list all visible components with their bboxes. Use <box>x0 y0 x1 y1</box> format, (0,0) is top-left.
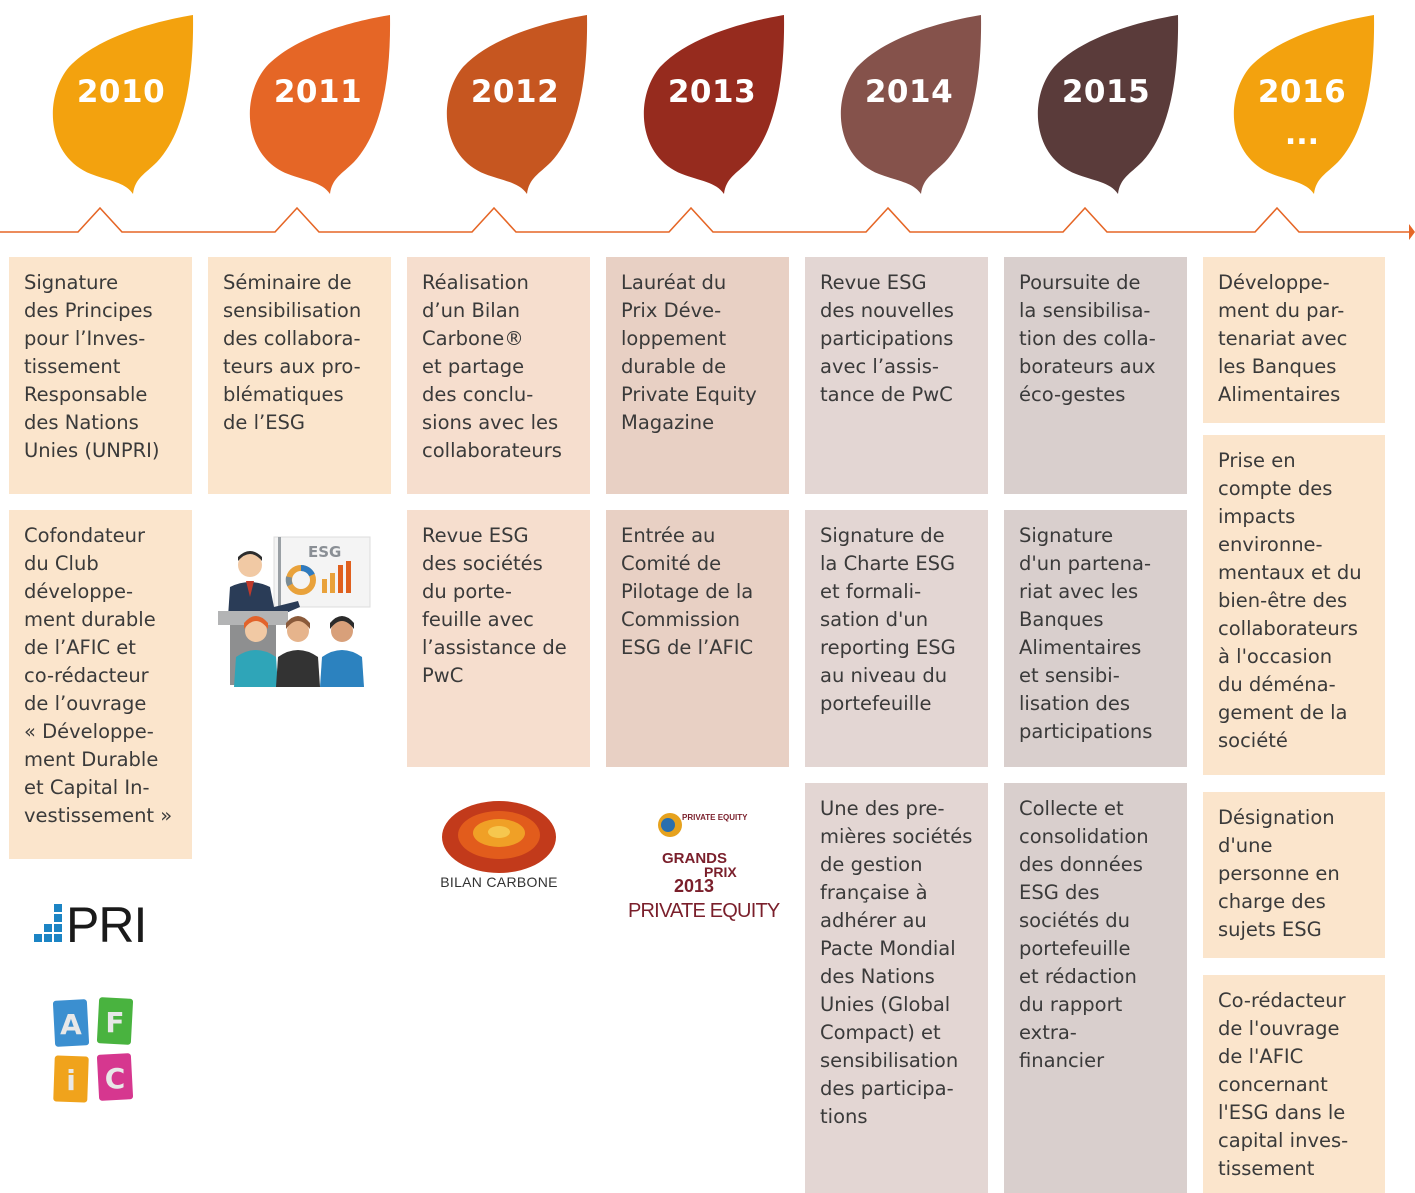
afic-logo: A F i C <box>48 990 148 1120</box>
pri-squares-icon <box>34 904 62 942</box>
year-label-2016: 2016 <box>1257 74 1347 110</box>
card-text: Signature de la Charte ESG et formali- s… <box>820 524 956 715</box>
year-leaf-2011: 2011 <box>242 12 394 194</box>
card-2016-co-redacteur: Co-rédacteur de l'ouvrage de l'AFIC conc… <box>1203 975 1385 1193</box>
card-2015-eco-gestes: Poursuite de la sensibilisa- tion des co… <box>1004 257 1187 494</box>
card-2014-revue-esg: Revue ESG des nouvelles participations a… <box>805 257 988 494</box>
year-leaf-2014: 2014 <box>833 12 985 194</box>
card-2016-demenagement: Prise en compte des impacts environne- m… <box>1203 435 1385 775</box>
card-2012-revue-esg: Revue ESG des sociétés du porte- feuille… <box>407 510 590 767</box>
bilan-carbone-logo-text: BILAN CARBONE <box>440 874 558 890</box>
card-text: Développe- ment du par- tenariat avec le… <box>1218 271 1348 406</box>
card-2015-rapport: Collecte et consolidation des données ES… <box>1004 783 1187 1193</box>
year-leaf-2015: 2015 <box>1030 12 1182 194</box>
card-text: Co-rédacteur de l'ouvrage de l'AFIC conc… <box>1218 989 1349 1180</box>
card-text: Signature des Principes pour l’Inves- ti… <box>24 271 160 462</box>
year-label-2014: 2014 <box>864 74 954 110</box>
year-leaf-2013: 2013 <box>636 12 788 194</box>
grands-prix-private-equity-logo: PRIVATE EQUITY GRANDS PRIX 2013 PRIVATE … <box>622 795 782 935</box>
card-text: Prise en compte des impacts environne- m… <box>1218 449 1362 752</box>
year-leaf-2016: 2016 ... <box>1226 12 1378 194</box>
card-2010-club-afic: Cofondateur du Club développe- ment dura… <box>9 510 192 859</box>
pri-logo-text: PRI <box>66 897 147 953</box>
timeline-axis <box>0 206 1415 240</box>
year-label-2010: 2010 <box>76 74 166 110</box>
leaf-shape <box>1233 15 1375 194</box>
bilan-carbone-logo: BILAN CARBONE <box>440 801 558 890</box>
private-equity-text: PRIVATE EQUITY <box>628 900 780 922</box>
card-2014-global-compact: Une des pre- mières sociétés de gestion … <box>805 783 988 1193</box>
leaf-shape <box>643 15 785 194</box>
leaf-shape <box>446 15 588 194</box>
card-2014-charte-esg: Signature de la Charte ESG et formali- s… <box>805 510 988 767</box>
afic-letter-a: A <box>60 1008 82 1041</box>
card-text: Séminaire de sensibilisation des collabo… <box>223 271 362 434</box>
afic-letter-i: i <box>66 1064 76 1097</box>
esg-slide-label: ESG <box>308 543 341 561</box>
card-text: Lauréat du Prix Déve- loppement durable … <box>621 271 757 434</box>
leaf-shape <box>249 15 391 194</box>
card-2015-banques-alimentaires: Signature d'un partena- riat avec les Ba… <box>1004 510 1187 767</box>
card-text: Réalisation d’un Bilan Carbone® et parta… <box>422 271 562 462</box>
leaf-shape <box>840 15 982 194</box>
grands-prix-top-text: PRIVATE EQUITY <box>682 813 748 822</box>
year-label-2012: 2012 <box>470 74 560 110</box>
card-2011-seminaire: Séminaire de sensibilisation des collabo… <box>208 257 391 494</box>
card-2016-partenariat: Développe- ment du par- tenariat avec le… <box>1203 257 1385 423</box>
afic-letter-f: F <box>105 1006 124 1039</box>
timeline-arrow-icon <box>1409 224 1415 240</box>
year-2016-ellipsis: ... <box>1284 117 1320 152</box>
afic-letter-c: C <box>105 1062 126 1095</box>
card-2013-laureat: Lauréat du Prix Déve- loppement durable … <box>606 257 789 494</box>
card-text: Poursuite de la sensibilisa- tion des co… <box>1019 271 1156 406</box>
card-text: Revue ESG des nouvelles participations a… <box>820 271 954 406</box>
leaf-shape <box>52 15 194 194</box>
grands-prix-line1: GRANDS <box>662 850 727 867</box>
year-leaf-2012: 2012 <box>439 12 591 194</box>
grands-prix-line2: PRIX <box>704 864 737 880</box>
pri-logo: PRI <box>32 897 162 953</box>
card-text: Cofondateur du Club développe- ment dura… <box>24 524 173 827</box>
year-label-2015: 2015 <box>1061 74 1151 110</box>
leaf-shape <box>1037 15 1179 194</box>
card-text: Revue ESG des sociétés du porte- feuille… <box>422 524 567 687</box>
card-text: Entrée au Comité de Pilotage de la Commi… <box>621 524 754 659</box>
card-2013-comite: Entrée au Comité de Pilotage de la Commi… <box>606 510 789 767</box>
card-2010-unpri: Signature des Principes pour l’Inves- ti… <box>9 257 192 494</box>
card-2012-bilan-carbone: Réalisation d’un Bilan Carbone® et parta… <box>407 257 590 494</box>
year-label-2011: 2011 <box>273 74 363 110</box>
card-text: Signature d'un partena- riat avec les Ba… <box>1019 524 1153 743</box>
year-label-2013: 2013 <box>667 74 757 110</box>
seminar-presentation-illustration: ESG <box>218 536 371 687</box>
grands-prix-year: 2013 <box>674 876 714 896</box>
card-text: Collecte et consolidation des données ES… <box>1019 797 1149 1072</box>
year-leaf-2010: 2010 <box>45 12 197 194</box>
card-2016-designation: Désignation d'une personne en charge des… <box>1203 792 1385 958</box>
card-text: Une des pre- mières sociétés de gestion … <box>820 797 973 1128</box>
card-text: Désignation d'une personne en charge des… <box>1218 806 1340 941</box>
